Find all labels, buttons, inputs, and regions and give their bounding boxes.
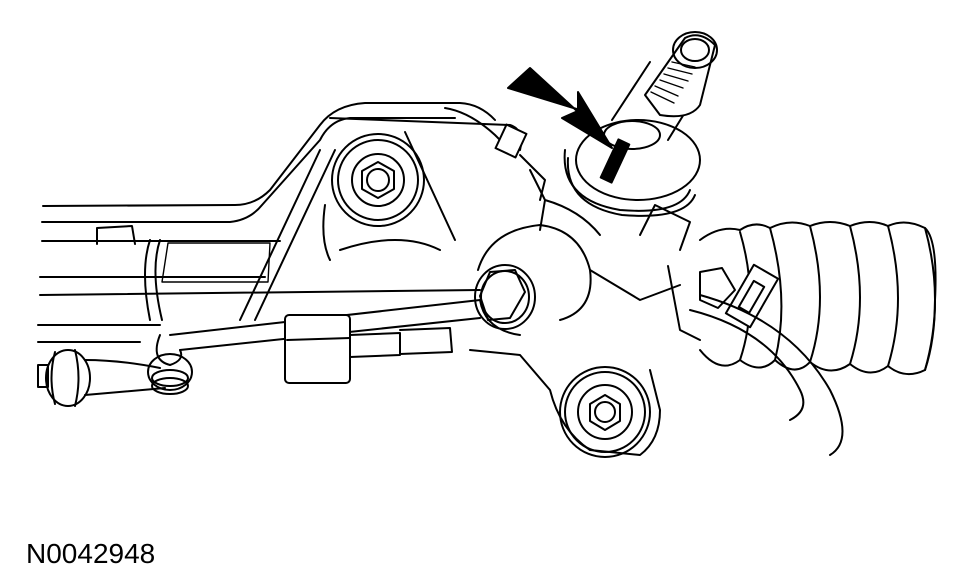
callout-arrow (507, 67, 613, 149)
index-mark (599, 138, 631, 184)
lower-mount-bushing (469, 349, 661, 458)
return-fluid-line (689, 294, 844, 456)
boot-clamp (699, 263, 780, 329)
tie-rod-end (37, 349, 193, 407)
upper-mount-bushing (322, 131, 456, 261)
pinion-input-shaft (563, 31, 718, 217)
valve-housing (474, 169, 691, 336)
figure-id-label: N0042948 (26, 538, 156, 569)
upper-fluid-line (444, 107, 546, 201)
rack-housing (37, 102, 523, 343)
lower-fluid-line (155, 299, 481, 384)
